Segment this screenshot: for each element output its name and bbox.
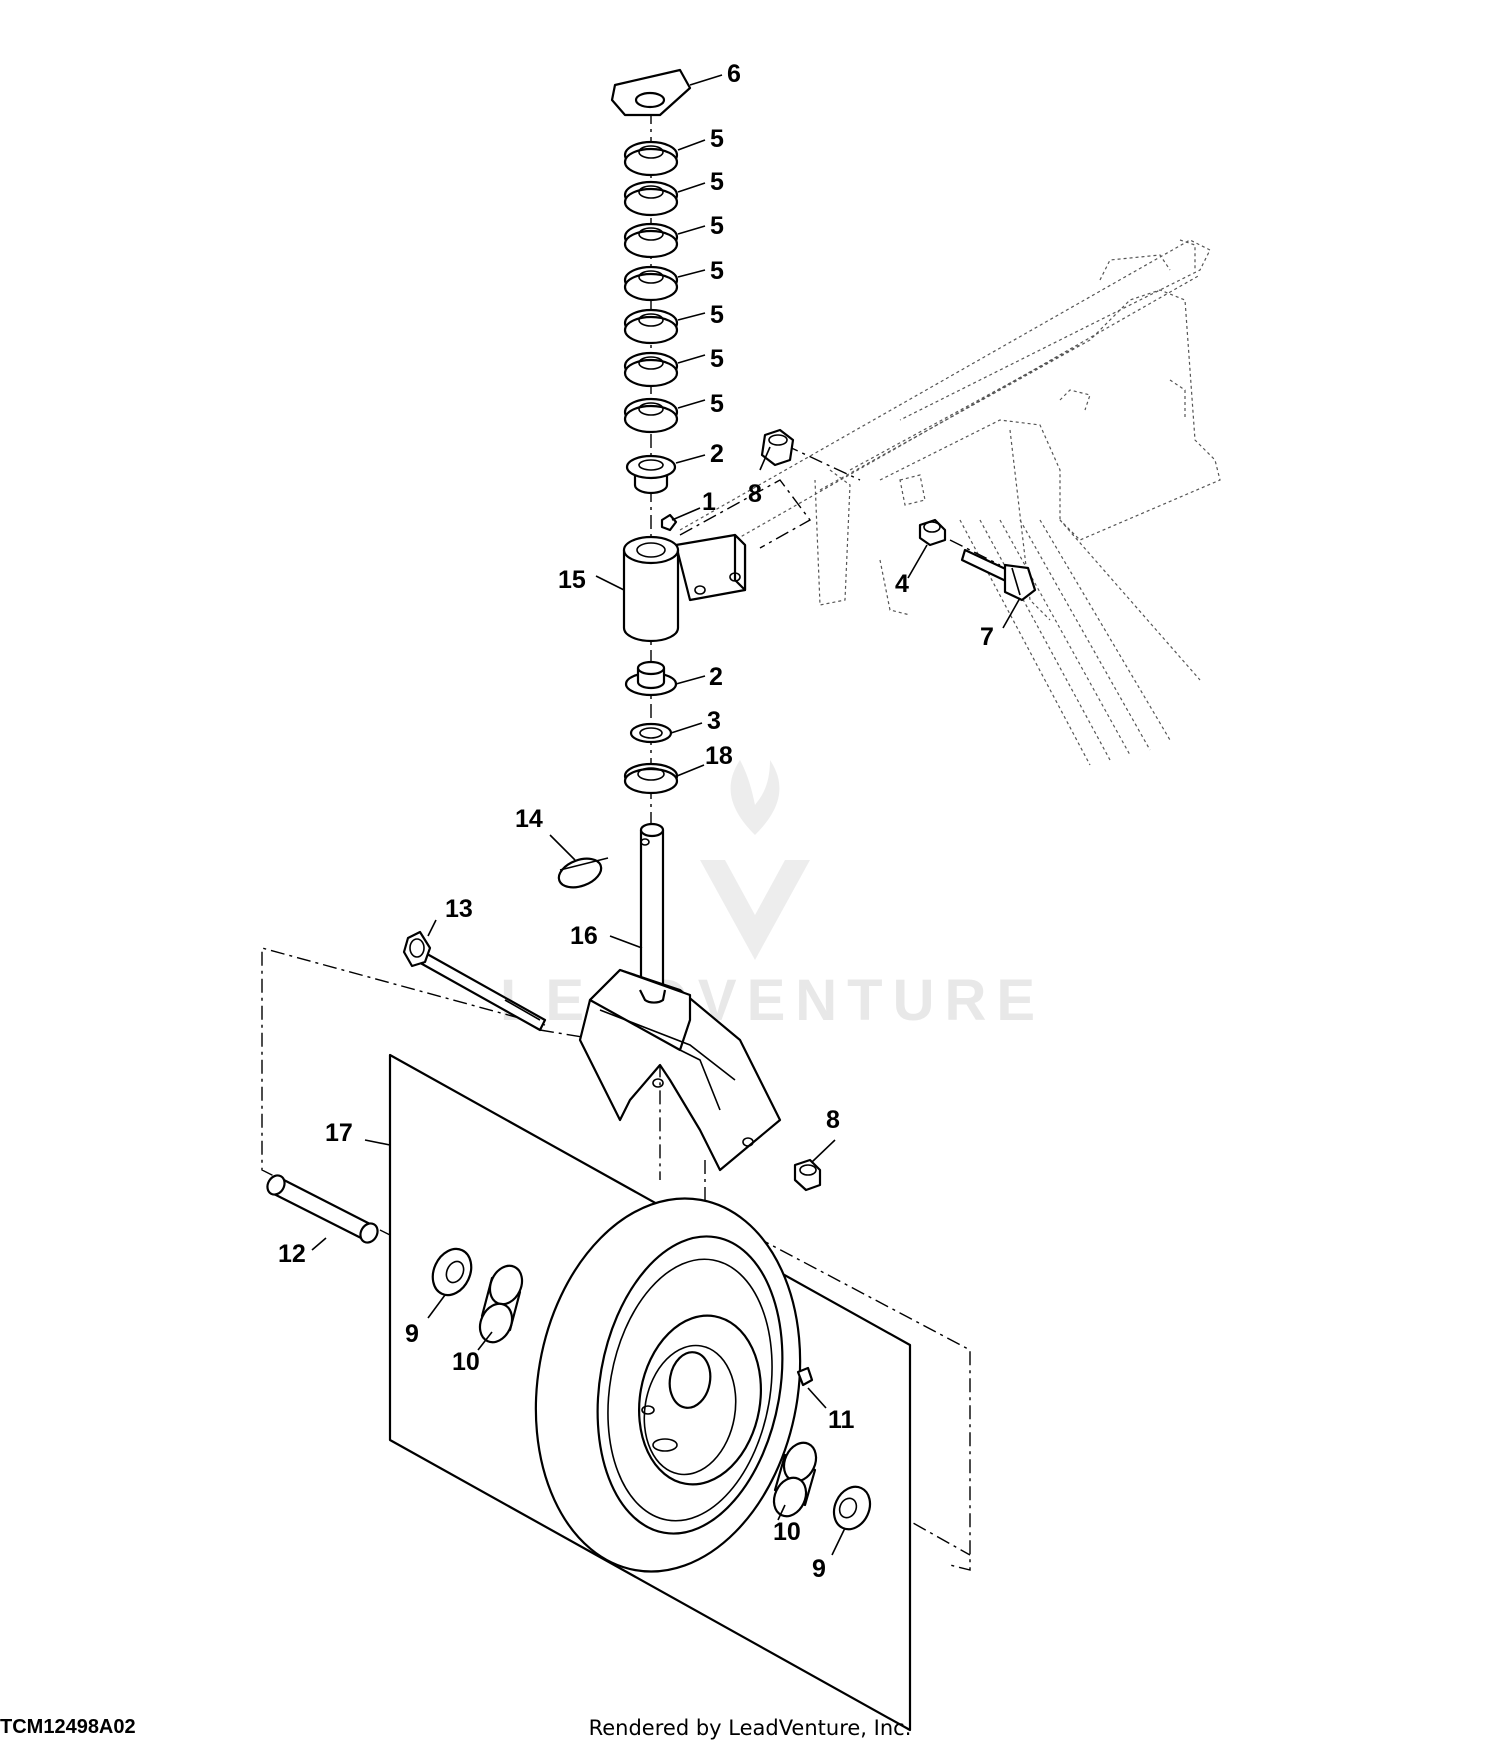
part-wheel-tire <box>534 1197 802 1573</box>
callout-5: 5 <box>710 257 724 285</box>
callout-4: 4 <box>895 570 909 598</box>
callout-7: 7 <box>980 623 994 651</box>
watermark-text: LEADVENTURE <box>500 968 1045 1033</box>
part-bushing-lower <box>624 660 678 697</box>
watermark-logo: LEADVENTURE <box>500 760 1045 1033</box>
callout-2: 2 <box>710 440 724 468</box>
callout-5: 5 <box>710 168 724 196</box>
mower-frame-outline <box>679 239 1221 766</box>
callout-5: 5 <box>710 125 724 153</box>
callout-3: 3 <box>707 707 721 735</box>
part-washer-stack <box>623 140 679 434</box>
callout-2: 2 <box>709 663 723 691</box>
callout-5: 5 <box>710 301 724 329</box>
part-seal-left <box>431 1247 473 1297</box>
callout-14: 14 <box>515 805 543 833</box>
callout-18: 18 <box>705 742 733 770</box>
callout-17: 17 <box>325 1119 353 1147</box>
callout-11: 11 <box>828 1406 855 1434</box>
callout-5: 5 <box>710 212 724 240</box>
callout-10: 10 <box>452 1348 480 1376</box>
part-grease-fitting <box>660 513 678 532</box>
part-bolt-short <box>960 548 1037 602</box>
leader-lines <box>311 74 1021 1556</box>
part-seal-right <box>832 1485 872 1531</box>
part-axle-bolt <box>402 930 547 1032</box>
callout-16: 16 <box>570 922 598 950</box>
callout-1: 1 <box>702 488 716 516</box>
part-wheel-grease-fitting <box>796 1366 814 1387</box>
figure-id-label: TCM12498A02 <box>0 1716 136 1738</box>
callout-6: 6 <box>727 60 741 88</box>
callout-10: 10 <box>773 1518 801 1546</box>
callout-8: 8 <box>826 1106 840 1134</box>
callout-labels: 6 5 5 5 5 5 5 5 2 1 8 15 4 7 2 3 18 14 1… <box>278 60 994 1583</box>
callout-9: 9 <box>405 1320 419 1348</box>
callout-13: 13 <box>445 895 473 923</box>
callout-12: 12 <box>278 1240 306 1268</box>
render-credit: Rendered by LeadVenture, Inc. <box>588 1716 912 1740</box>
part-nut-upper <box>760 428 795 467</box>
callout-8: 8 <box>748 480 762 508</box>
callout-5: 5 <box>710 390 724 418</box>
part-axle-tube <box>266 1174 379 1244</box>
part-nut-lower <box>793 1158 822 1192</box>
part-roller-bearing-left <box>478 1264 524 1344</box>
callout-15: 15 <box>558 566 586 594</box>
callout-9: 9 <box>812 1555 826 1583</box>
part-thin-washer <box>629 722 673 744</box>
part-spacer-washer <box>623 762 679 795</box>
callout-5: 5 <box>710 345 724 373</box>
part-roller-bearing-right <box>772 1441 818 1518</box>
part-caster-mount <box>622 533 747 643</box>
part-pin-clip <box>557 857 609 889</box>
part-spacer <box>918 518 947 547</box>
part-bushing-upper <box>625 454 677 495</box>
part-caster-fork <box>578 822 782 1172</box>
part-cap <box>610 68 692 117</box>
